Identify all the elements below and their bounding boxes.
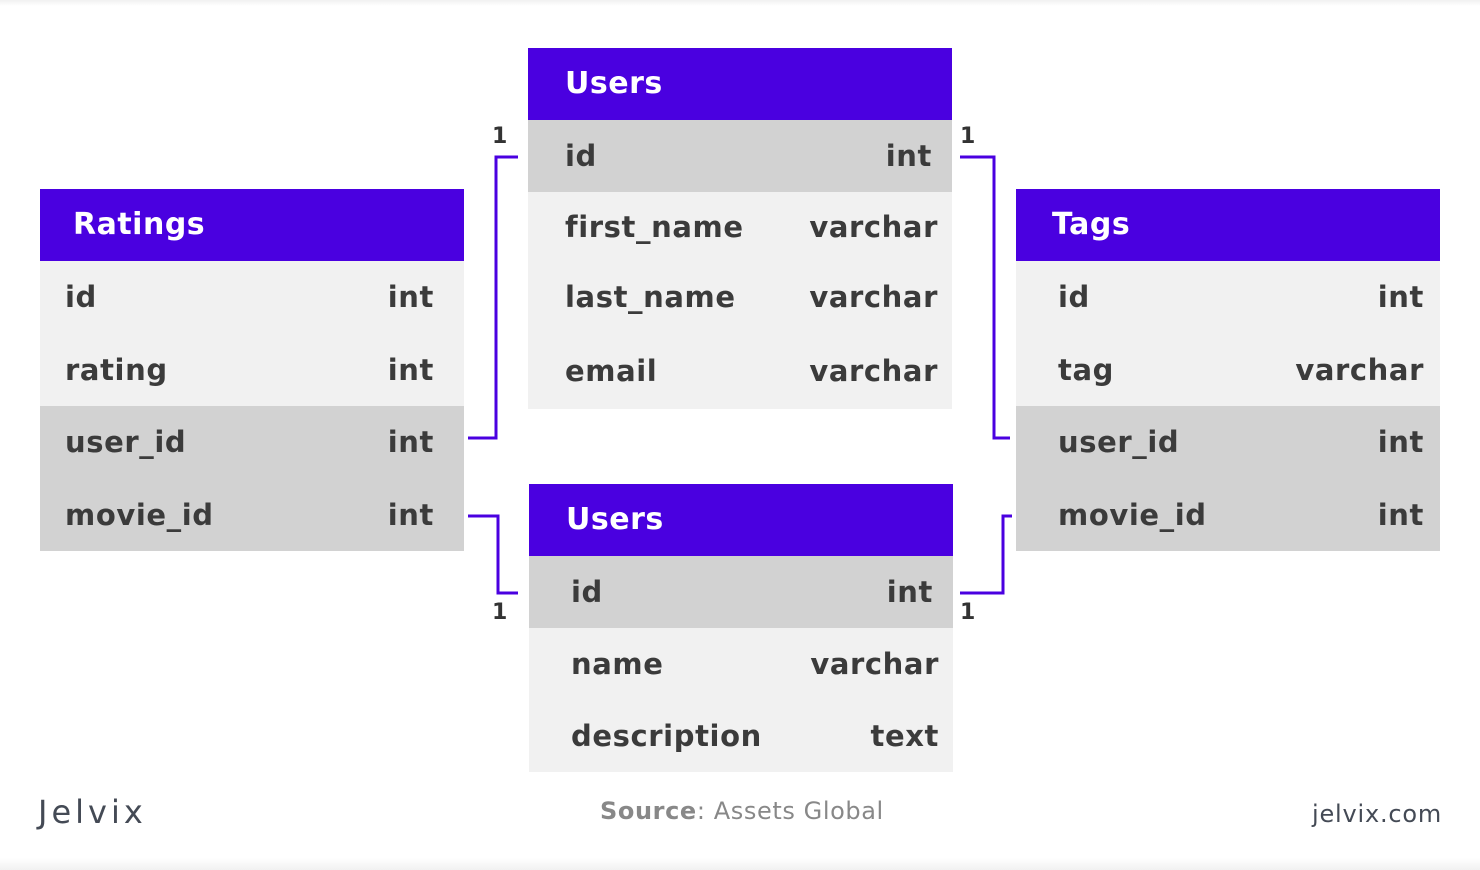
ratings-row-movie-id: movie_id int [40, 478, 464, 551]
column-type: int [387, 352, 434, 387]
column-name: id [571, 575, 603, 609]
column-type: int [1377, 497, 1424, 532]
column-type: varchar [809, 353, 938, 388]
column-name: rating [65, 352, 168, 387]
users-row-id: id int [528, 120, 952, 192]
connector-movies-tags [960, 514, 1012, 595]
movies-row-id: id int [529, 556, 953, 628]
column-type: int [387, 497, 434, 532]
tags-table: Tags id int tag varchar user_id int movi… [1016, 189, 1440, 551]
column-type: varchar [809, 280, 938, 314]
ratings-row-id: id int [40, 261, 464, 334]
users-row-last-name: last_name varchar [528, 262, 952, 332]
users-table: Users id int first_name varchar last_nam… [528, 48, 952, 409]
connector-users-tags [960, 155, 1010, 440]
column-name: name [571, 647, 664, 681]
column-type: varchar [810, 647, 939, 681]
connector-ratings-users [468, 155, 518, 440]
ratings-row-user-id: user_id int [40, 406, 464, 479]
source-label: Source [600, 797, 697, 825]
column-name: last_name [565, 280, 736, 314]
bottom-shadow-band [0, 858, 1480, 870]
cardinality-ratings-movies: 1 [492, 600, 508, 625]
column-type: int [387, 280, 434, 315]
movies-row-name: name varchar [529, 628, 953, 700]
column-name: tag [1058, 352, 1114, 387]
ratings-table-title: Ratings [40, 189, 464, 261]
column-type: int [885, 139, 932, 173]
movies-table: Users id int name varchar description te… [529, 484, 953, 772]
column-name: user_id [1058, 425, 1180, 460]
column-name: email [565, 353, 658, 388]
column-type: int [387, 425, 434, 460]
column-type: int [1377, 280, 1424, 315]
tags-row-tag: tag varchar [1016, 333, 1440, 406]
source-credit: Source: Assets Global [600, 797, 884, 825]
tags-table-title: Tags [1016, 189, 1440, 261]
users-row-email: email varchar [528, 332, 952, 409]
column-type: int [886, 575, 933, 609]
source-separator: : [696, 797, 706, 825]
movies-table-title: Users [529, 484, 953, 556]
column-name: movie_id [65, 497, 214, 532]
cardinality-users-tags: 1 [960, 124, 976, 149]
ratings-table: Ratings id int rating int user_id int mo… [40, 189, 464, 551]
column-type: text [870, 719, 939, 753]
column-name: movie_id [1058, 497, 1207, 532]
site-link[interactable]: jelvix.com [1312, 800, 1443, 828]
column-type: varchar [1295, 352, 1424, 387]
cardinality-ratings-users: 1 [492, 124, 508, 149]
tags-row-id: id int [1016, 261, 1440, 334]
ratings-row-rating: rating int [40, 333, 464, 406]
top-shadow-band [0, 0, 1480, 6]
column-name: id [565, 139, 597, 173]
tags-row-user-id: user_id int [1016, 406, 1440, 479]
movies-row-description: description text [529, 700, 953, 772]
source-value: Assets Global [705, 797, 884, 825]
users-table-title: Users [528, 48, 952, 120]
cardinality-movies-tags: 1 [960, 600, 976, 625]
column-type: varchar [809, 210, 938, 244]
users-row-first-name: first_name varchar [528, 192, 952, 262]
column-name: user_id [65, 425, 187, 460]
column-name: id [1058, 280, 1090, 315]
column-name: id [65, 280, 97, 315]
column-name: description [571, 719, 762, 753]
tags-row-movie-id: movie_id int [1016, 478, 1440, 551]
jelvix-logo: Jelvix [38, 793, 147, 831]
column-type: int [1377, 425, 1424, 460]
column-name: first_name [565, 210, 744, 244]
connector-ratings-movies [468, 514, 518, 595]
